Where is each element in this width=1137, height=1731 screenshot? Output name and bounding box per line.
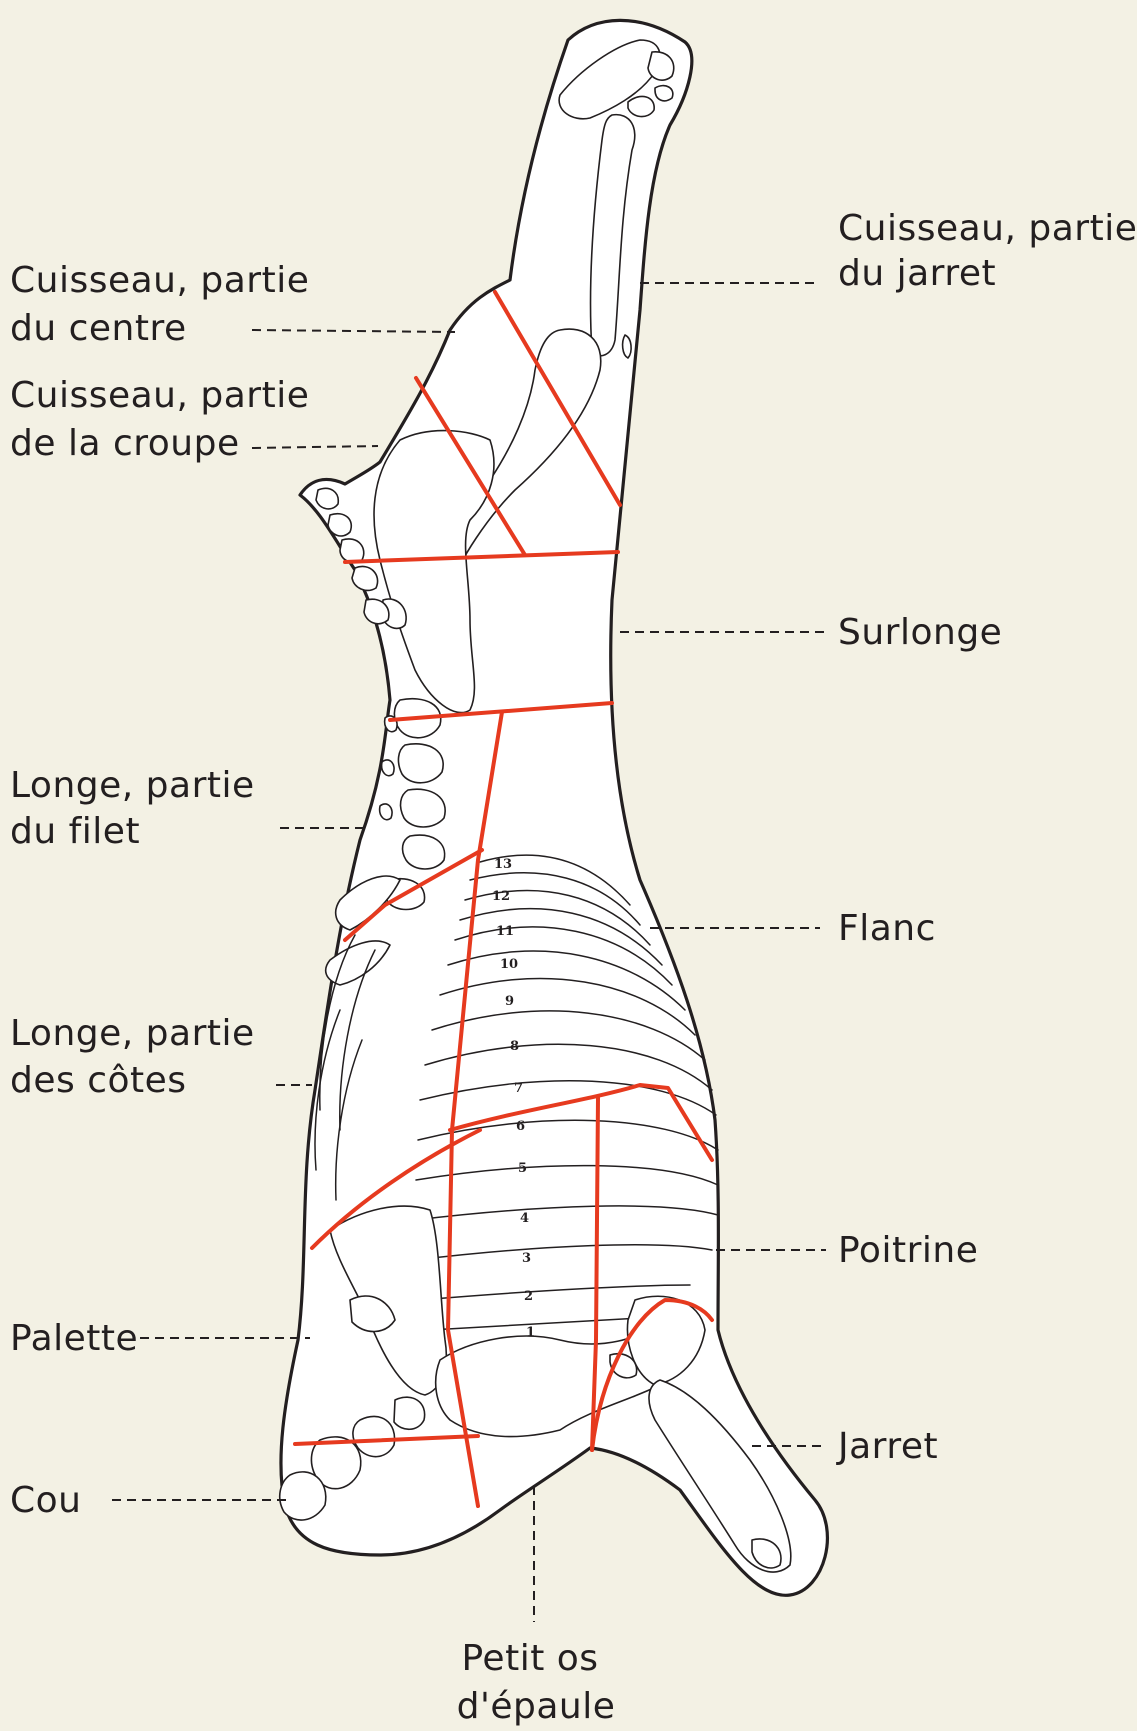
- rib-number: 11: [496, 924, 514, 939]
- label-poitrine: Poitrine: [838, 1230, 978, 1271]
- label-cou: Cou: [10, 1480, 81, 1521]
- label-longe-cotes: Longe, partie des côtes: [10, 1013, 267, 1101]
- label-palette: Palette: [10, 1318, 138, 1359]
- rib-number: 13: [494, 857, 512, 872]
- rib-number: 12: [492, 889, 510, 904]
- rib-number: 2: [524, 1289, 533, 1304]
- label-longe-filet: Longe, partie du filet: [10, 765, 267, 852]
- label-petit-os-epaule: Petit os d'épaule: [457, 1638, 616, 1727]
- rib-number: 6: [516, 1119, 525, 1134]
- rib-number: 4: [520, 1211, 529, 1226]
- rib-number: 8: [510, 1039, 519, 1054]
- rib-number: 3: [522, 1251, 531, 1266]
- rib-number: 7: [514, 1081, 523, 1096]
- label-cuisseau-centre: Cuisseau, partie du centre: [10, 260, 321, 349]
- label-cuisseau-croupe: Cuisseau, partie de la croupe: [10, 375, 321, 464]
- label-cuisseau-jarret: Cuisseau, partie du jarret: [838, 208, 1137, 294]
- label-jarret: Jarret: [836, 1426, 938, 1467]
- rib-number: 5: [518, 1161, 527, 1176]
- label-flanc: Flanc: [838, 908, 936, 949]
- rib-number: 9: [505, 994, 514, 1009]
- rib-number: 10: [500, 957, 518, 972]
- label-surlonge: Surlonge: [838, 612, 1002, 653]
